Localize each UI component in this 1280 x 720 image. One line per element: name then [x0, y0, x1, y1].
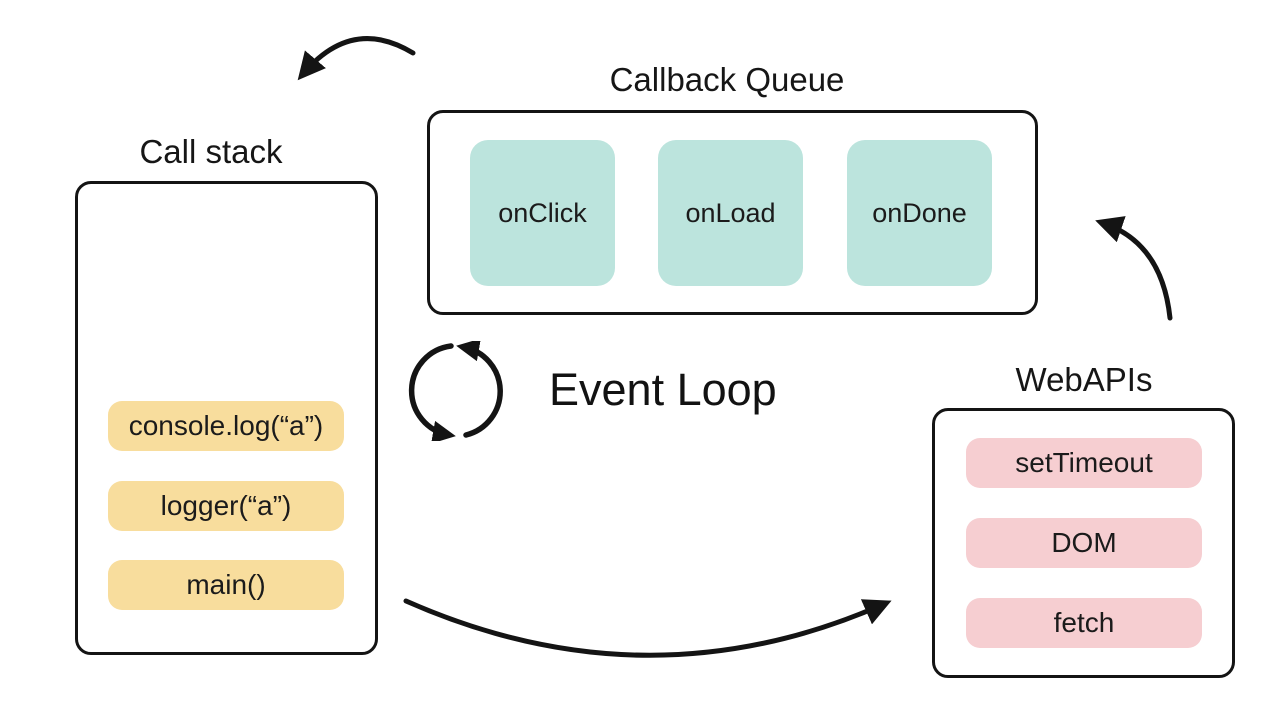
callback-queue-item: onDone [847, 140, 992, 286]
webapis-item: fetch [966, 598, 1202, 648]
webapis-title: WebAPIs [1015, 361, 1153, 398]
webapis-item: DOM [966, 518, 1202, 568]
callback-queue-title: Callback Queue [609, 61, 845, 98]
curved-arrow-call-stack-to-webapis-icon [403, 598, 892, 658]
call-stack-item: main() [108, 560, 344, 610]
callback-queue-item: onClick [470, 140, 615, 286]
cycle-arrows-icon [408, 341, 503, 441]
event-loop-label: Event Loop [549, 364, 777, 415]
curved-arrow-callback-queue-to-call-stack-icon [297, 36, 416, 81]
call-stack-title: Call stack [139, 133, 283, 170]
curved-arrow-webapis-to-callback-queue-icon [1095, 216, 1173, 321]
call-stack-item: logger(“a”) [108, 481, 344, 531]
callback-queue-item: onLoad [658, 140, 803, 286]
call-stack-item: console.log(“a”) [108, 401, 344, 451]
webapis-item: setTimeout [966, 438, 1202, 488]
